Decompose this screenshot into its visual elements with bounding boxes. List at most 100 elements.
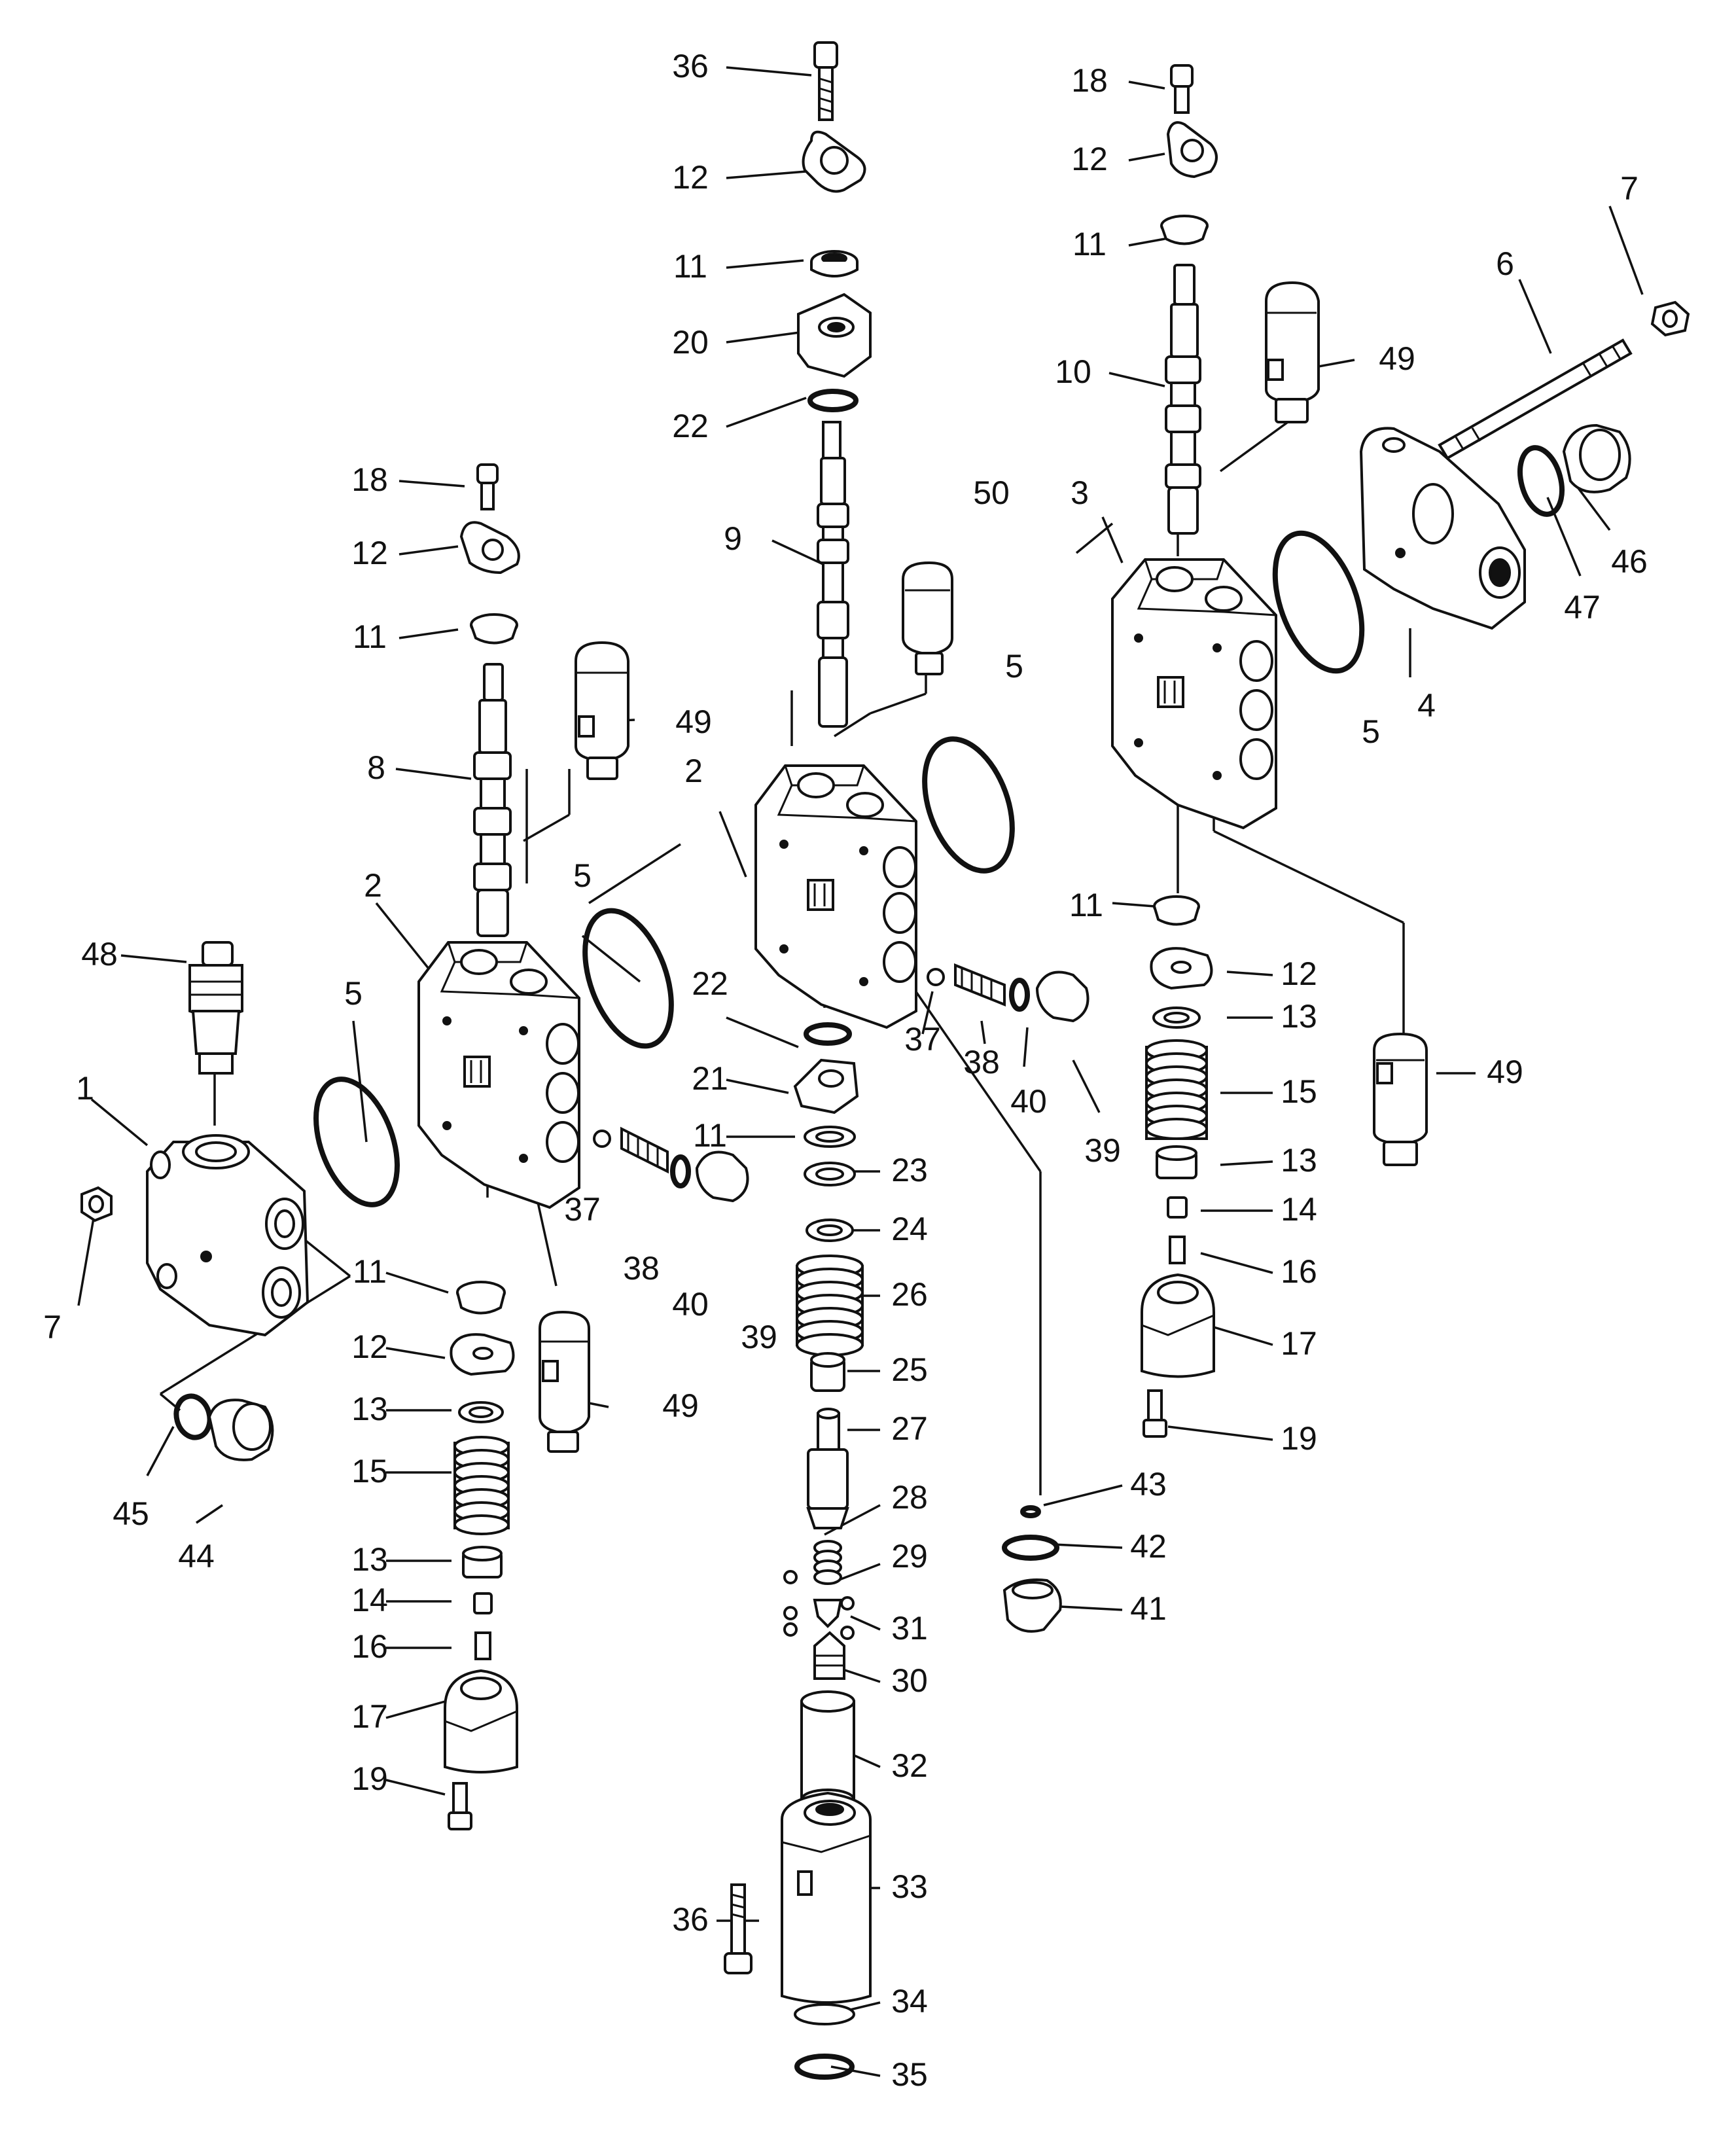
callout-18-left: 18 [351, 461, 388, 498]
callout-11-lower-left: 11 [353, 1253, 387, 1290]
callout-13-lower-left-a: 13 [351, 1391, 388, 1427]
callout-17-right-lower: 17 [1281, 1325, 1317, 1362]
stack-left-lower [444, 1281, 518, 1830]
callout-4: 4 [1417, 687, 1436, 724]
callout-38-left: 38 [623, 1250, 660, 1287]
callout-11-left: 11 [353, 618, 387, 655]
callout-1: 1 [76, 1070, 94, 1107]
oring-45 [173, 1393, 213, 1440]
cover-21 [793, 1058, 859, 1114]
oring-47 [1517, 445, 1565, 517]
callout-13-right-lower-a: 13 [1281, 998, 1317, 1035]
callout-16-lower-left: 16 [351, 1628, 388, 1665]
callout-9: 9 [724, 520, 742, 557]
callout-45: 45 [113, 1495, 149, 1532]
callout-28: 28 [891, 1479, 928, 1516]
callout-7-left: 7 [43, 1309, 62, 1345]
oring-22-lower [804, 1022, 852, 1046]
nut-7-right [1650, 300, 1690, 337]
flange-12-right [1166, 121, 1218, 179]
body-33 [781, 1791, 872, 2004]
callout-2-center: 2 [684, 753, 703, 789]
callout-48: 48 [81, 936, 118, 972]
callout-40-left: 40 [672, 1286, 709, 1323]
oring-5-right [1272, 530, 1365, 674]
plug-46 [1562, 423, 1631, 493]
callout-labels: 36 12 11 20 22 9 50 2 5 18 12 11 10 49 7… [43, 48, 1648, 2093]
callout-10: 10 [1055, 353, 1091, 390]
callout-27: 27 [891, 1410, 928, 1447]
callout-12-lower-left: 12 [351, 1328, 388, 1365]
callout-39-center: 39 [1084, 1132, 1121, 1169]
callout-34: 34 [891, 1983, 928, 2020]
callout-30: 30 [891, 1662, 928, 1699]
callout-5-right: 5 [1362, 713, 1380, 750]
parts-geometry [80, 41, 1690, 2080]
callout-5-center: 5 [1005, 648, 1023, 685]
callout-17-lower-left: 17 [351, 1698, 388, 1735]
callout-22-lower: 22 [692, 965, 728, 1002]
inlet-body-1 [146, 1134, 310, 1337]
valve-49-left-top [575, 641, 629, 780]
callout-35: 35 [891, 2056, 928, 2093]
callout-20: 20 [672, 324, 709, 361]
bolt-18-right [1170, 64, 1194, 114]
callout-44: 44 [178, 1538, 215, 1575]
callout-36-top: 36 [672, 48, 709, 84]
callout-37-center: 37 [904, 1021, 941, 1058]
valve-body-2-left [417, 941, 580, 1209]
callout-40-center: 40 [1010, 1083, 1047, 1120]
spool-8 [473, 663, 512, 937]
flange-12-top [802, 130, 866, 193]
plug-41-group [1002, 1505, 1062, 1633]
bolt-36-top [813, 41, 838, 121]
callout-42: 42 [1130, 1528, 1167, 1565]
callout-12-right: 12 [1071, 141, 1108, 177]
callout-14-right-lower: 14 [1281, 1191, 1317, 1228]
stack-center-lower [783, 1126, 864, 1811]
seal-11-right [1160, 215, 1209, 245]
valve-49-top-right [1265, 281, 1320, 423]
callout-11-top: 11 [673, 248, 707, 285]
callout-26: 26 [891, 1276, 928, 1313]
seals-34-35 [794, 2003, 855, 2080]
callout-14-lower-left: 14 [351, 1582, 388, 1618]
callout-11-center-lower: 11 [693, 1117, 727, 1154]
callout-49-top-right: 49 [1379, 340, 1415, 377]
callout-3: 3 [1071, 474, 1089, 511]
callout-29: 29 [891, 1538, 928, 1575]
callout-25: 25 [891, 1351, 928, 1388]
callout-13-right-lower-b: 13 [1281, 1142, 1317, 1179]
callout-39-left: 39 [741, 1319, 777, 1355]
callout-36-lower: 36 [672, 1901, 709, 1938]
valve-body-2-center [754, 764, 917, 1029]
oring-5-center [922, 736, 1015, 874]
oring-5-far-left [313, 1077, 400, 1207]
oring-5-left-mid [582, 908, 674, 1049]
callout-19-right-lower: 19 [1281, 1420, 1317, 1457]
callout-23: 23 [891, 1152, 928, 1188]
valve-body-3 [1111, 558, 1277, 830]
callout-49-left-lower: 49 [662, 1387, 699, 1424]
check-parts-left [593, 1126, 749, 1203]
callout-15-lower-left: 15 [351, 1453, 388, 1489]
callout-12-top: 12 [672, 159, 709, 196]
stack-right-lower [1141, 895, 1215, 1438]
cover-20 [797, 293, 872, 378]
callout-37-left: 37 [564, 1191, 601, 1228]
nut-7-left [80, 1186, 113, 1222]
bolt-36-lower [724, 1883, 753, 1974]
oring-22-top [807, 389, 859, 412]
valve-50 [902, 561, 953, 675]
spool-9 [817, 421, 849, 728]
callout-6: 6 [1496, 245, 1514, 282]
callout-19-lower-left: 19 [351, 1760, 388, 1797]
callout-33: 33 [891, 1868, 928, 1905]
callout-46: 46 [1611, 543, 1648, 580]
callout-22-top: 22 [672, 408, 709, 444]
callout-11-right-lower: 11 [1069, 887, 1103, 923]
callout-12-right-lower: 12 [1281, 955, 1317, 992]
callout-7-right: 7 [1620, 170, 1639, 207]
plug-44 [207, 1398, 274, 1461]
